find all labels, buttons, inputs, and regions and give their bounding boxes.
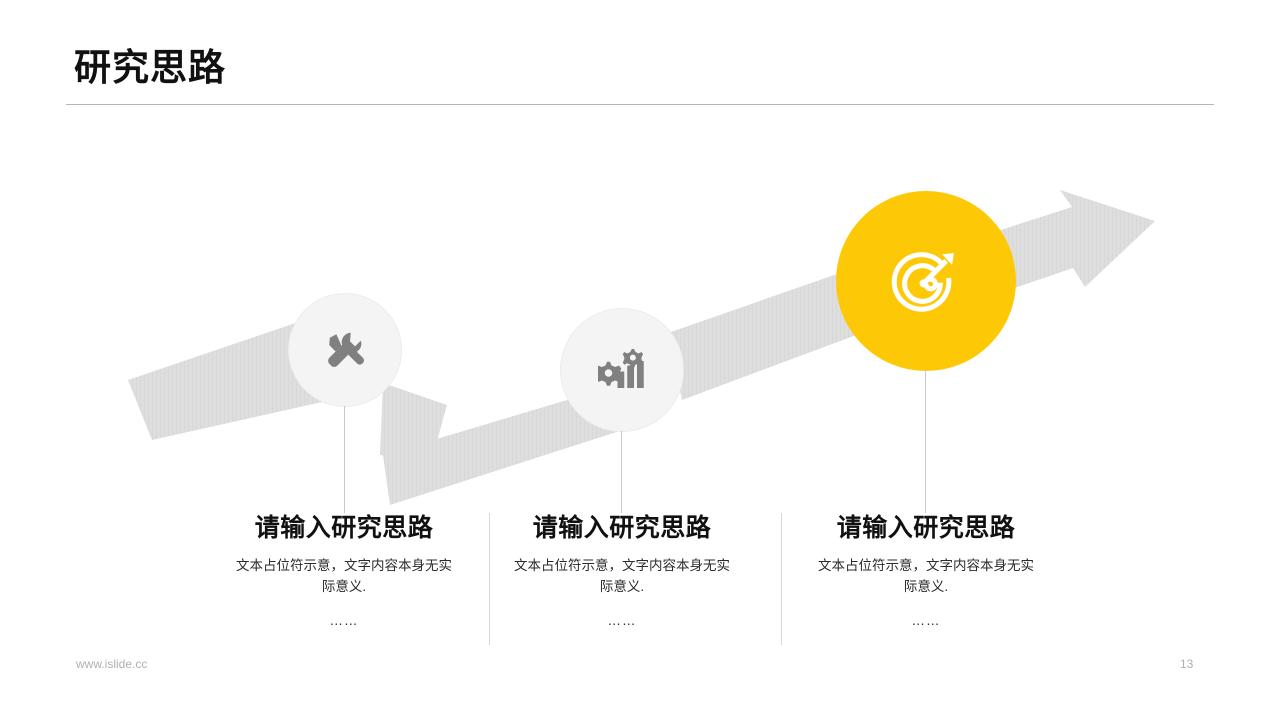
target-arrow-icon — [891, 252, 954, 312]
tools-hammer-wrench-icon — [328, 332, 364, 367]
text-column-2: 请输入研究思路 文本占位符示意，文字内容本身无实际意义. …… — [502, 513, 742, 632]
footer-page-number: 13 — [1180, 657, 1194, 671]
column-heading: 请输入研究思路 — [532, 514, 712, 542]
column-ellipsis: …… — [607, 612, 637, 628]
connector-line-1 — [344, 406, 345, 513]
process-node-1[interactable] — [288, 293, 402, 407]
column-heading: 请输入研究思路 — [836, 514, 1016, 542]
connector-line-2 — [621, 431, 622, 513]
column-ellipsis: …… — [329, 612, 359, 628]
process-node-2[interactable] — [560, 308, 684, 432]
footer-website[interactable]: www.islide.cc — [76, 657, 148, 671]
column-heading: 请输入研究思路 — [254, 514, 434, 542]
arrow-head — [985, 190, 1155, 293]
text-column-3: 请输入研究思路 文本占位符示意，文字内容本身无实际意义. …… — [806, 513, 1046, 632]
column-body-text: 文本占位符示意，文字内容本身无实际意义. — [818, 558, 1034, 594]
page-title: 研究思路 — [74, 47, 226, 88]
connector-line-3 — [925, 370, 926, 513]
process-node-3[interactable] — [836, 191, 1016, 371]
column-divider-2 — [781, 513, 782, 645]
title-divider-rule — [66, 104, 1214, 105]
column-body-text: 文本占位符示意，文字内容本身无实际意义. — [514, 558, 730, 594]
arrow-segment-1 — [128, 318, 340, 440]
column-body-text: 文本占位符示意，文字内容本身无实际意义. — [236, 558, 452, 594]
bar-chart-gears-icon — [598, 349, 644, 388]
column-ellipsis: …… — [911, 612, 941, 628]
text-column-1: 请输入研究思路 文本占位符示意，文字内容本身无实际意义. …… — [224, 513, 464, 632]
column-divider-1 — [489, 513, 490, 645]
